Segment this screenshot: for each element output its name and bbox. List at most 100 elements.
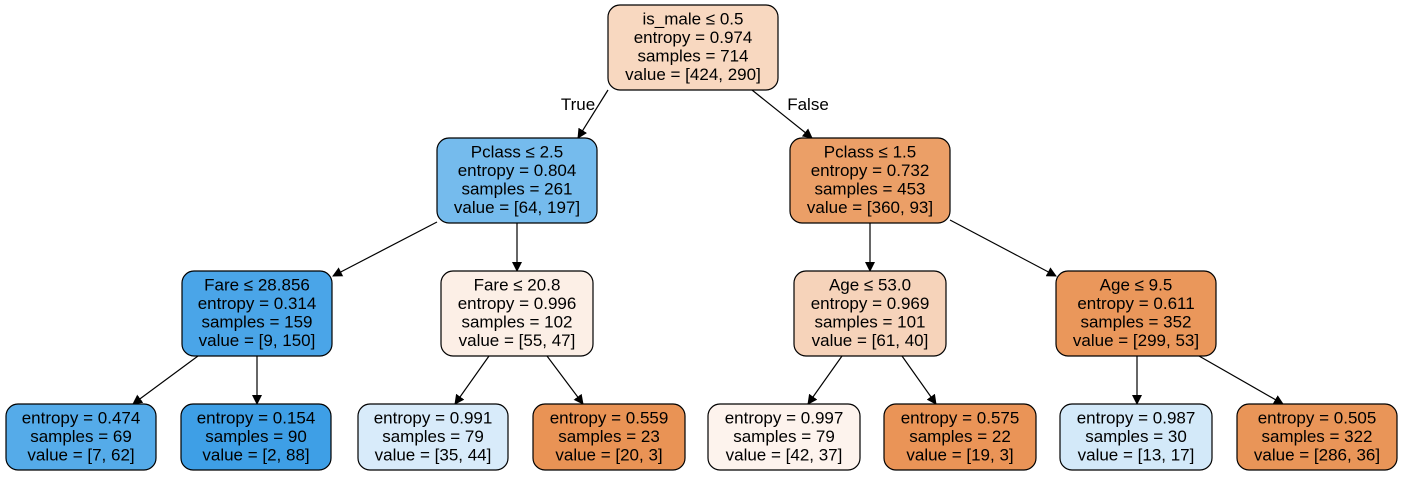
node-text-line: value = [9, 150] — [199, 331, 316, 350]
node-text-line: entropy = 0.314 — [198, 294, 317, 313]
node-text-line: Fare ≤ 20.8 — [474, 276, 561, 295]
node-text-line: samples = 69 — [30, 427, 132, 446]
node-text-line: entropy = 0.969 — [811, 294, 930, 313]
edge-n6-n14 — [1198, 355, 1284, 405]
node-text-line: samples = 79 — [733, 427, 835, 446]
node-box — [532, 403, 686, 471]
edge-arrow — [132, 355, 199, 405]
edge-arrow — [546, 355, 584, 405]
node-text-line: value = [19, 3] — [906, 445, 1013, 464]
node-text-line: samples = 352 — [1080, 313, 1191, 332]
edge-arrow — [332, 221, 438, 277]
edge-arrow — [949, 219, 1057, 277]
edge-arrow — [807, 355, 843, 405]
node-box — [436, 137, 598, 224]
node-text-line: entropy = 0.474 — [22, 408, 141, 427]
node-text-line: value = [13, 17] — [1078, 445, 1195, 464]
node-text-line: Fare ≤ 28.856 — [204, 276, 310, 295]
node-text-line: entropy = 0.991 — [374, 408, 493, 427]
node-text-line: value = [2, 88] — [202, 445, 309, 464]
edge-arrow — [901, 355, 937, 405]
edge-label-true: True — [561, 95, 595, 114]
edge-arrow — [1198, 355, 1284, 405]
node-text-line: value = [42, 37] — [726, 445, 843, 464]
edge-n5-n12 — [901, 355, 937, 405]
node-text-line: Pclass ≤ 2.5 — [471, 143, 563, 162]
node-text-line: samples = 102 — [461, 313, 572, 332]
node-text-line: entropy = 0.732 — [811, 161, 930, 180]
node-text-line: value = [299, 53] — [1073, 331, 1199, 350]
edge-n2-n6 — [949, 219, 1057, 277]
edge-label-false: False — [787, 95, 829, 114]
node-text-line: entropy = 0.611 — [1077, 294, 1194, 313]
node-text-line: entropy = 0.997 — [725, 408, 844, 427]
node-text-line: samples = 453 — [814, 180, 925, 199]
edge-arrow — [751, 89, 813, 139]
node-text-line: value = [20, 3] — [555, 445, 662, 464]
node-text-line: value = [55, 47] — [459, 331, 576, 350]
node-box — [793, 270, 947, 357]
node-box — [357, 403, 509, 471]
node-text-line: entropy = 0.987 — [1077, 408, 1196, 427]
node-text-line: samples = 101 — [814, 313, 925, 332]
node-text-line: value = [360, 93] — [807, 198, 933, 217]
node-text-line: samples = 79 — [382, 427, 484, 446]
node-text-line: samples = 30 — [1085, 427, 1187, 446]
node-text-line: value = [61, 40] — [812, 331, 929, 350]
node-text-line: samples = 322 — [1261, 427, 1372, 446]
edge-arrow — [577, 89, 609, 139]
node-text-line: Age ≤ 9.5 — [1100, 276, 1173, 295]
node-text-line: entropy = 0.996 — [458, 294, 577, 313]
edge-n4-n9 — [454, 355, 490, 405]
node-box — [181, 270, 333, 357]
node-box — [883, 403, 1037, 471]
node-text-line: samples = 22 — [909, 427, 1011, 446]
node-text-line: Pclass ≤ 1.5 — [824, 143, 916, 162]
node-text-line: value = [286, 36] — [1254, 445, 1380, 464]
edge-n5-n11 — [807, 355, 843, 405]
node-text-line: value = [7, 62] — [27, 445, 134, 464]
node-text-line: value = [424, 290] — [625, 65, 761, 84]
node-text-line: samples = 261 — [461, 180, 572, 199]
edge-n4-n10 — [546, 355, 584, 405]
edge-n0-n2: False — [751, 89, 829, 139]
edge-n0-n1: True — [561, 89, 609, 139]
node-text-line: entropy = 0.804 — [458, 161, 577, 180]
node-text-line: entropy = 0.974 — [634, 28, 753, 47]
node-box — [707, 403, 861, 471]
edge-arrow — [454, 355, 490, 405]
node-box — [1059, 403, 1213, 471]
node-text-line: is_male ≤ 0.5 — [643, 10, 744, 29]
edges-layer: True False — [132, 89, 1284, 405]
node-text-line: samples = 159 — [201, 313, 312, 332]
node-box — [607, 4, 779, 91]
node-text-line: entropy = 0.505 — [1258, 408, 1377, 427]
node-box — [180, 403, 332, 471]
node-text-line: value = [64, 197] — [454, 198, 580, 217]
node-text-line: value = [35, 44] — [375, 445, 492, 464]
node-text-line: Age ≤ 53.0 — [829, 276, 911, 295]
node-text-line: entropy = 0.559 — [550, 408, 669, 427]
node-box — [1236, 403, 1398, 471]
node-text-line: entropy = 0.575 — [901, 408, 1020, 427]
node-box — [5, 403, 157, 471]
node-text-line: samples = 90 — [205, 427, 307, 446]
node-text-line: samples = 23 — [558, 427, 660, 446]
